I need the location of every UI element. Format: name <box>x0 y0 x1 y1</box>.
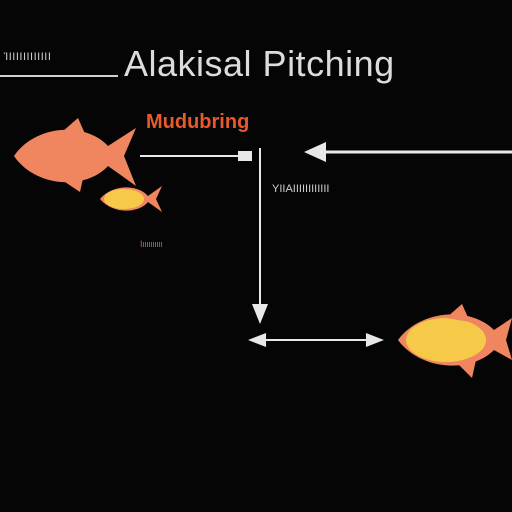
connector-arrow-vertical <box>252 148 268 324</box>
connector-arrow-1 <box>140 151 252 161</box>
small-yellow-fish-icon <box>100 186 162 212</box>
orange-heading-label: Mudubring <box>146 111 250 133</box>
yellow-fish-icon <box>398 304 512 378</box>
small-orange-label: Ιιιιιιιιιιι <box>140 239 163 249</box>
diagram-title: Alakisal Pitching <box>124 43 395 84</box>
middle-label: ΥΙΙΑΙΙΙΙΙΙΙΙΙΙΙΙ <box>272 183 330 195</box>
connector-arrow-incoming <box>304 142 512 162</box>
coral-fish-icon <box>14 118 136 192</box>
connector-arrow-double <box>248 333 384 347</box>
top-left-label: ΊΙΙΙΙΙΙΙΙΙΙΙΙ <box>4 51 52 63</box>
